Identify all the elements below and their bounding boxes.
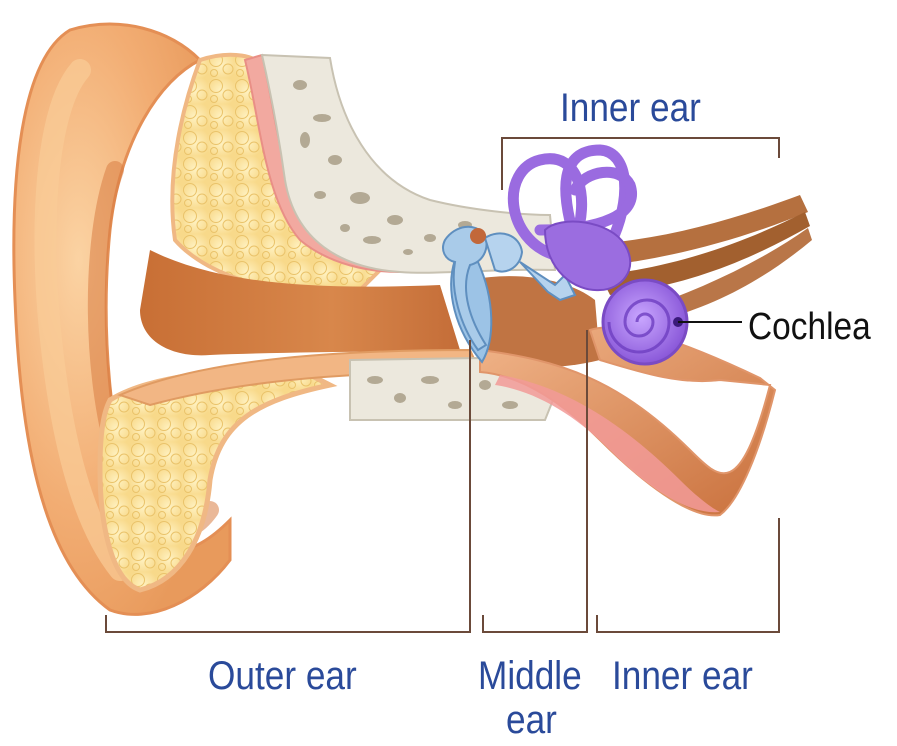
cochlea bbox=[601, 278, 689, 366]
middle-ear-cavity bbox=[470, 276, 600, 368]
inner-ear-bottom-label: Inner ear bbox=[612, 654, 753, 698]
brackets bbox=[105, 137, 780, 633]
stapes bbox=[519, 261, 577, 302]
ear-canal bbox=[140, 250, 460, 356]
upper-temporal-bone bbox=[260, 53, 557, 274]
middle-ear-label-line2: ear bbox=[506, 698, 557, 742]
outer-ear-label: Outer ear bbox=[208, 654, 357, 698]
eardrum-and-ossicles bbox=[442, 225, 577, 364]
middle-ear-label-line1: Middle bbox=[478, 654, 582, 698]
inner-ear-top-label: Inner ear bbox=[560, 86, 701, 130]
inner-ear-top-bracket bbox=[501, 137, 780, 190]
vestibule bbox=[543, 220, 632, 292]
incus bbox=[483, 232, 524, 273]
middle-ear-bracket bbox=[482, 330, 588, 633]
tube-muscle bbox=[495, 375, 720, 513]
cochlea-label: Cochlea bbox=[748, 306, 871, 348]
inner-ear-bottom-bracket bbox=[596, 518, 780, 633]
outer-ear-bracket bbox=[105, 340, 471, 633]
